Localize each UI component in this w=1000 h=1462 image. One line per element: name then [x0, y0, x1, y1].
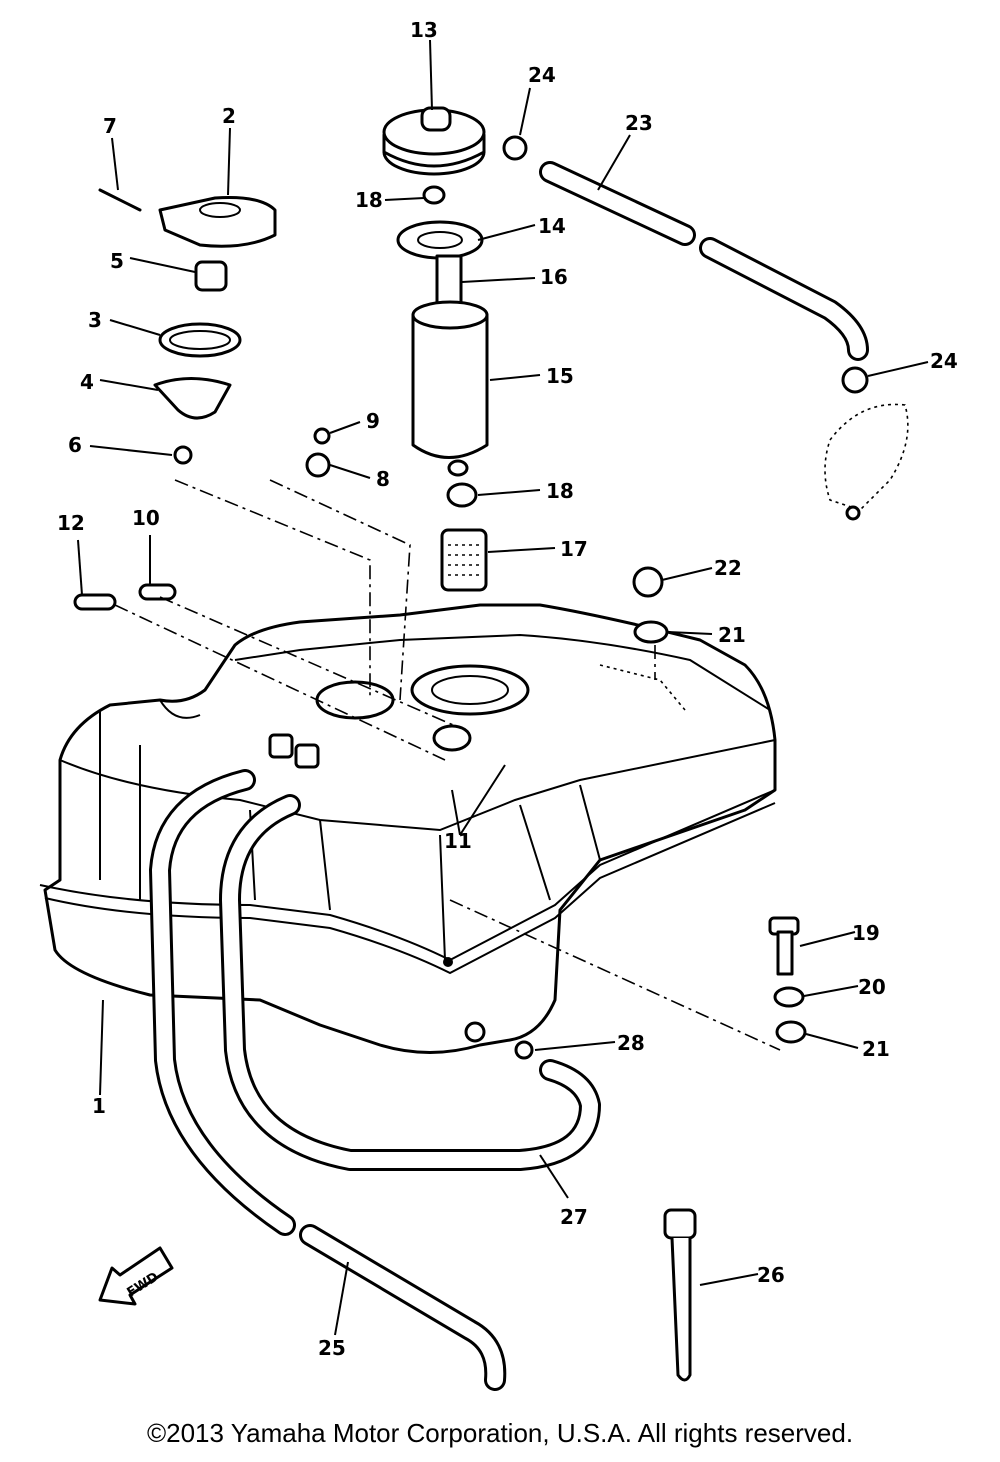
callout-11: 11 — [444, 829, 472, 853]
callout-9: 9 — [366, 409, 380, 433]
callout-24b: 24 — [930, 349, 958, 373]
callout-28: 28 — [617, 1031, 645, 1055]
callout-21b: 21 — [862, 1037, 890, 1061]
callout-1: 1 — [92, 1094, 106, 1118]
callout-25: 25 — [318, 1336, 346, 1360]
callout-24a: 24 — [528, 63, 556, 87]
callout-3: 3 — [88, 308, 102, 332]
callout-21a: 21 — [718, 623, 746, 647]
callout-labels: 1 2 3 4 5 6 7 8 9 10 11 12 13 14 15 16 1… — [57, 18, 958, 1360]
fuel-cap-assembly — [382, 106, 489, 592]
fwd-arrow-icon: FWD — [98, 1246, 174, 1306]
fuel-tank-exploded-diagram: FWD — [39, 18, 958, 1391]
callout-4: 4 — [80, 370, 94, 394]
mounting-hardware — [502, 135, 909, 1382]
callout-14: 14 — [538, 214, 566, 238]
callout-18b: 18 — [546, 479, 574, 503]
callout-27: 27 — [560, 1205, 588, 1229]
callout-6: 6 — [68, 433, 82, 457]
callout-15: 15 — [546, 364, 574, 388]
callout-2: 2 — [222, 104, 236, 128]
callout-8: 8 — [376, 467, 390, 491]
callout-18a: 18 — [355, 188, 383, 212]
callout-17: 17 — [560, 537, 588, 561]
callout-5: 5 — [110, 249, 124, 273]
breather-hose — [539, 161, 869, 361]
fuel-tank — [39, 603, 777, 1054]
callout-13: 13 — [410, 18, 438, 42]
callout-23: 23 — [625, 111, 653, 135]
callout-12: 12 — [57, 511, 85, 535]
callout-10: 10 — [132, 506, 160, 530]
callout-16: 16 — [540, 265, 568, 289]
callout-19: 19 — [852, 921, 880, 945]
callout-20: 20 — [858, 975, 886, 999]
hoses — [149, 769, 601, 1391]
callout-22: 22 — [714, 556, 742, 580]
copyright-notice: ©2013 Yamaha Motor Corporation, U.S.A. A… — [146, 1418, 854, 1448]
leader-lines — [77, 39, 929, 1336]
fuel-cock-parts — [73, 188, 331, 611]
callout-7: 7 — [103, 114, 117, 138]
assembly-lines — [114, 479, 781, 1051]
callout-26: 26 — [757, 1263, 785, 1287]
